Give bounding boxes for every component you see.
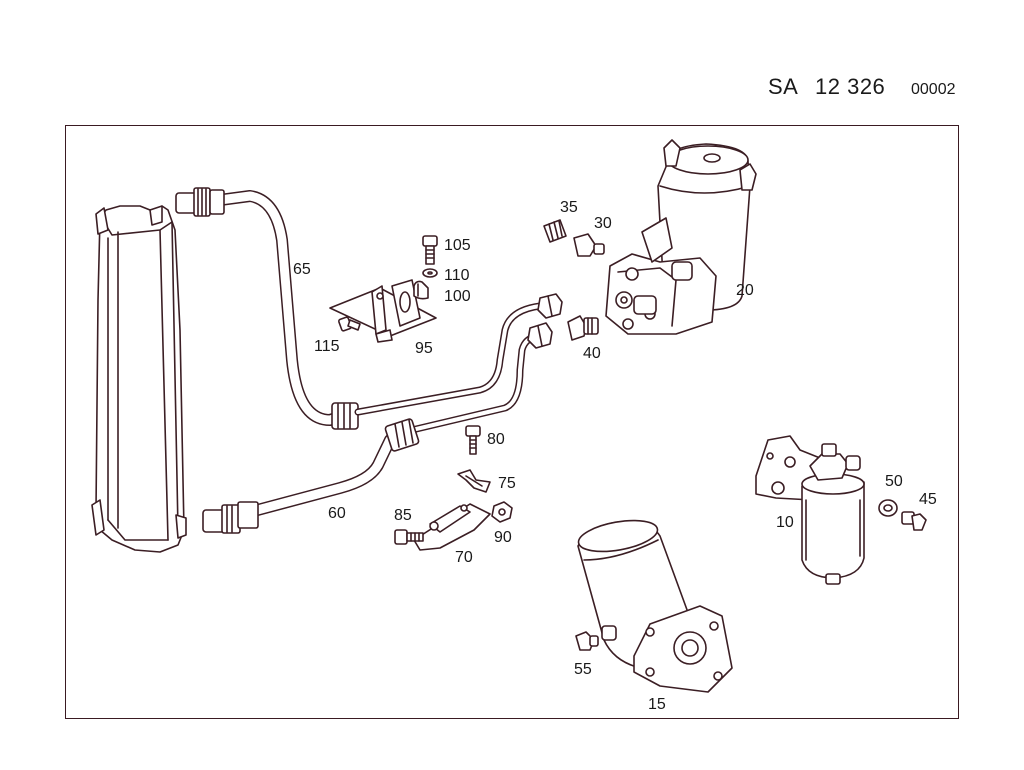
plug-45 — [901, 511, 927, 531]
callout-95: 95 — [415, 340, 433, 357]
bracket-70 — [413, 503, 491, 551]
filter-10 — [755, 435, 865, 585]
callout-115: 115 — [314, 338, 340, 355]
fitting-40 — [567, 315, 599, 341]
hose-60 — [202, 418, 420, 534]
callout-100: 100 — [444, 288, 471, 305]
callout-90: 90 — [494, 529, 512, 546]
clip-75 — [457, 469, 491, 493]
callout-35: 35 — [560, 199, 578, 216]
callout-75: 75 — [498, 475, 516, 492]
callout-20: 20 — [736, 282, 754, 299]
hose-65 — [175, 187, 359, 430]
pipe-lines — [354, 293, 563, 434]
callout-60: 60 — [328, 505, 346, 522]
filter-15 — [577, 519, 733, 693]
diagram-frame — [65, 125, 959, 719]
drawing-prefix: SA — [768, 74, 799, 99]
filter-housing-20 — [605, 139, 757, 335]
valve-30 — [573, 233, 605, 257]
bolt-85 — [394, 529, 424, 545]
drawing-number: 12 326 — [815, 74, 886, 99]
washer-110 — [422, 268, 438, 278]
callout-10: 10 — [776, 514, 794, 531]
spring-35 — [543, 219, 567, 243]
callout-105: 105 — [444, 237, 471, 254]
bolt-115 — [338, 316, 361, 332]
callout-15: 15 — [648, 696, 666, 713]
drawing-header: SA 12 326 00002 — [768, 74, 968, 106]
callout-55: 55 — [574, 661, 592, 678]
nut-90 — [491, 501, 513, 523]
clamp-100 — [413, 280, 429, 300]
plug-55 — [575, 631, 599, 651]
sheet-number: 00002 — [911, 81, 956, 98]
seal-50 — [878, 499, 898, 517]
callout-110: 110 — [444, 267, 470, 284]
callout-65: 65 — [293, 261, 311, 278]
bracket-95 — [329, 279, 437, 343]
callout-50: 50 — [885, 473, 903, 490]
callout-70: 70 — [455, 549, 473, 566]
callout-85: 85 — [394, 507, 412, 524]
callout-40: 40 — [583, 345, 601, 362]
callout-45: 45 — [919, 491, 937, 508]
oil-cooler — [91, 205, 187, 553]
callout-30: 30 — [594, 215, 612, 232]
callout-80: 80 — [487, 431, 505, 448]
bolt-80 — [465, 425, 481, 455]
bolt-105 — [422, 235, 438, 265]
